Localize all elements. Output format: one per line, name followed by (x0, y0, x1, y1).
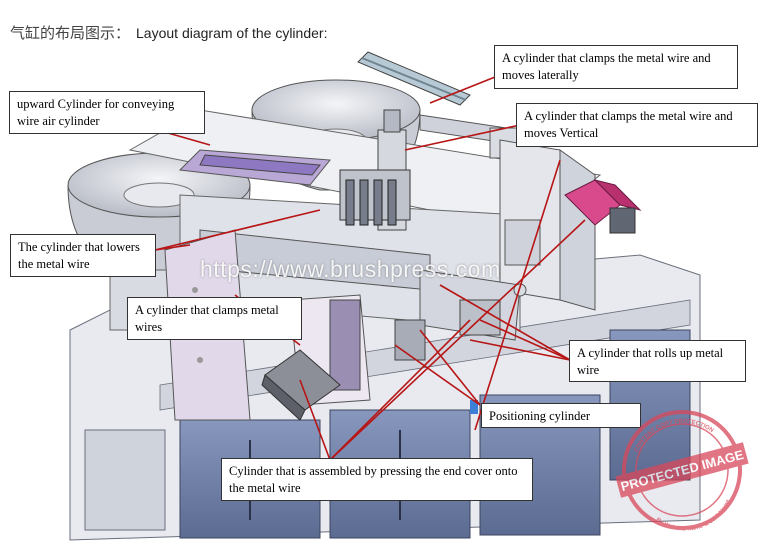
svg-text:By Website Name & SEO Name: By Website Name & SEO Name (653, 497, 737, 535)
callout-clamp-vertical: A cylinder that clamps the metal wire an… (516, 103, 758, 147)
title-english: Layout diagram of the cylinder: (136, 25, 328, 41)
callout-clamp-lateral: A cylinder that clamps the metal wire an… (494, 45, 738, 89)
stamp-ring-bottom: By Website Name & SEO Name (653, 497, 737, 535)
callout-lowers-wire: The cylinder that lowers the metal wire (10, 234, 156, 277)
title-chinese: 气缸的布局图示： (10, 24, 131, 42)
callout-upward-conveying: upward Cylinder for conveying wire air c… (9, 91, 205, 134)
vertical-cylinder (339, 109, 411, 231)
diagram-title: 气缸的布局图示： Layout diagram of the cylinder: (10, 22, 327, 43)
callout-end-cover: Cylinder that is assembled by pressing t… (221, 458, 533, 501)
callout-positioning: Positioning cylinder (481, 403, 641, 428)
protected-image-stamp: PROTECTED IMAGE CONTENT COPY PROTECTION … (615, 410, 749, 535)
watermark-url: https://www.brushpress.com (200, 256, 501, 282)
callout-clamps-wires: A cylinder that clamps metal wires (127, 297, 302, 340)
press-motor (261, 349, 341, 421)
leader-lines (139, 74, 586, 461)
right-frame (499, 139, 642, 311)
callout-rolls-up: A cylinder that rolls up metal wire (569, 340, 746, 382)
